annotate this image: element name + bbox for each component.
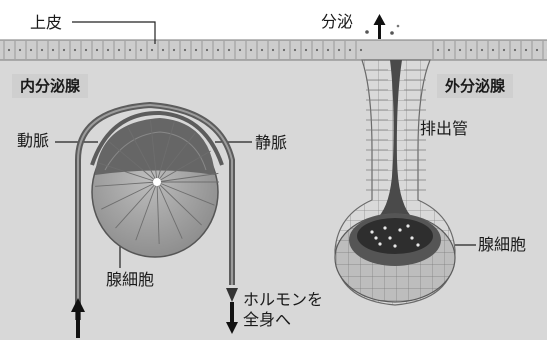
vein-label: 静脈	[255, 134, 287, 152]
hormone-label-line1: ホルモンを	[243, 290, 323, 310]
epithelium-label: 上皮	[30, 14, 62, 32]
epithelium-layer	[0, 40, 547, 60]
exocrine-gland-cell-label: 腺細胞	[478, 236, 526, 254]
artery-label: 動脈	[17, 132, 49, 150]
endocrine-gland-heading: 内分泌腺	[12, 74, 88, 98]
exocrine-gland-heading: 外分泌腺	[437, 74, 513, 98]
hormone-label-line2: 全身へ	[243, 310, 323, 330]
endocrine-gland-cell-label: 腺細胞	[106, 271, 154, 289]
duct-label: 排出管	[420, 120, 468, 138]
hormone-label: ホルモンを 全身へ	[243, 290, 323, 330]
secretion-label: 分泌	[321, 13, 353, 31]
